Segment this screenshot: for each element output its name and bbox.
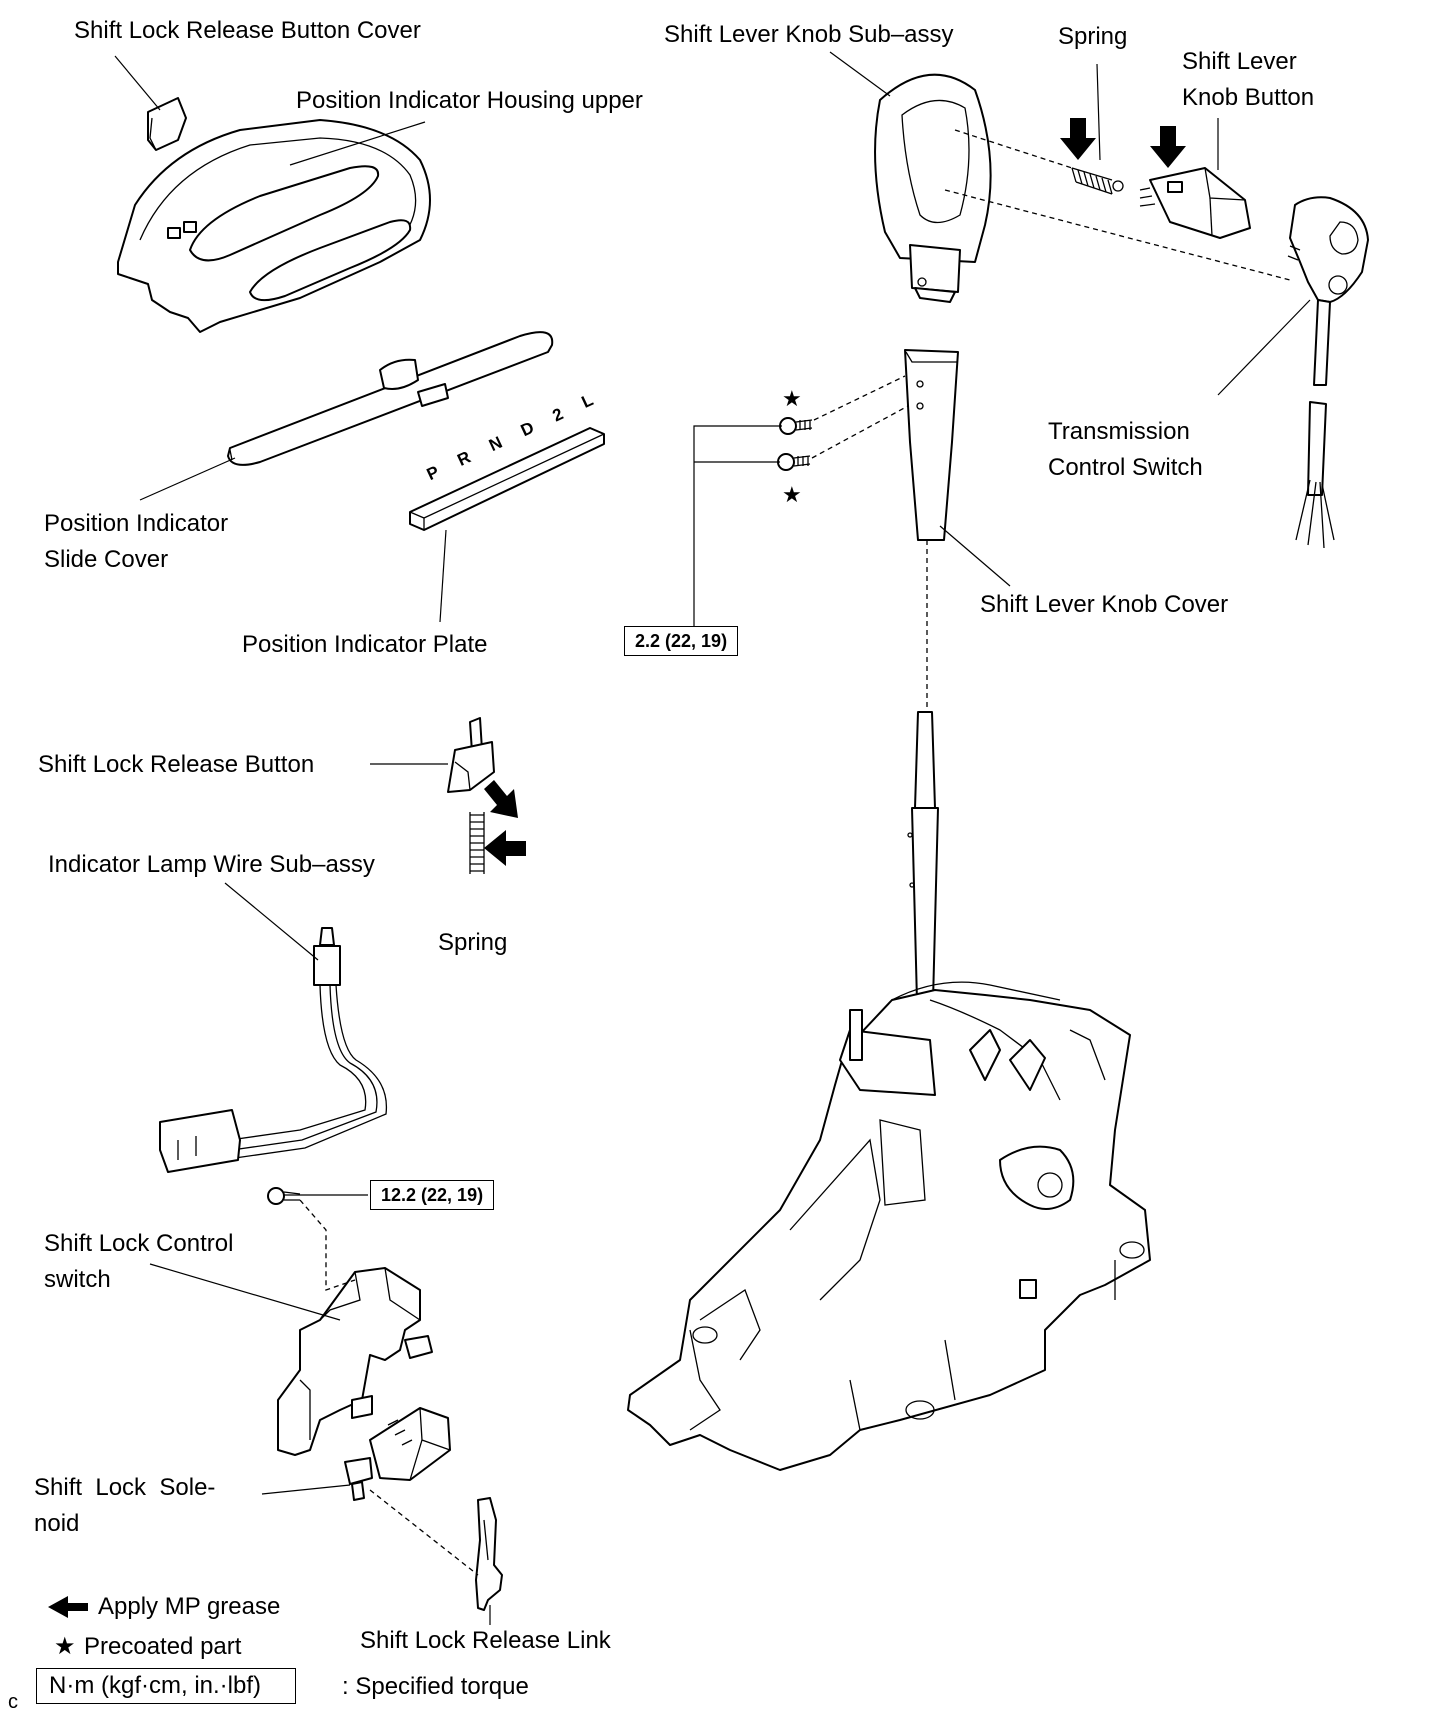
shift-lock-solenoid-part — [344, 1407, 451, 1501]
corner-code: c — [8, 1691, 18, 1713]
label-shift-lever-knob-sub-assy: Shift Lever Knob Sub–assy — [664, 21, 954, 48]
position-indicator-plate-part — [409, 427, 605, 531]
legend-torque-box: N·m (kgf·cm, in.·lbf) — [36, 1668, 296, 1704]
shift-lever-knob-part — [874, 73, 992, 303]
shift-lock-control-switch-part — [277, 1267, 433, 1456]
label-shift-lock-control-switch: Shift Lock Control switch — [44, 1230, 234, 1293]
label-spring-bottom: Spring — [438, 929, 508, 956]
torque-spec-lower: 12.2 (22, 19) — [370, 1180, 495, 1210]
position-indicator-housing-upper-part — [117, 119, 431, 333]
shift-lever-knob-button-part — [1139, 167, 1251, 239]
label-position-indicator-housing-upper: Position Indicator Housing upper — [296, 87, 643, 114]
legend-precoated-text: Precoated part — [84, 1633, 242, 1660]
label-shift-lock-release-button-cover: Shift Lock Release Button Cover — [74, 17, 421, 44]
label-indicator-lamp-wire-sub-assy: Indicator Lamp Wire Sub–assy — [48, 851, 375, 878]
transmission-control-switch-part — [1287, 196, 1369, 549]
label-spring-top: Spring — [1058, 23, 1128, 50]
label-shift-lock-solenoid: Shift Lock Sole- noid — [34, 1474, 216, 1537]
position-indicator-slide-cover-part — [227, 331, 554, 466]
grease-arrows — [48, 118, 1186, 1618]
shift-lever-shaft-part — [907, 711, 939, 1041]
shift-lever-knob-cover-part — [904, 349, 959, 541]
star-marker-upper: ★ — [782, 386, 802, 411]
shift-lock-release-link-part — [475, 1497, 503, 1611]
spring-bottom-part — [469, 812, 485, 874]
legend-star-icon: ★ — [54, 1633, 76, 1660]
spring-top-part — [1071, 167, 1124, 195]
bottom-screw — [267, 1187, 301, 1205]
shift-lock-release-button-part — [447, 717, 495, 793]
precoated-screws — [777, 417, 813, 471]
dashed-guide-lines — [299, 129, 1291, 1576]
torque-spec-upper: 2.2 (22, 19) — [624, 626, 739, 656]
star-marker-lower: ★ — [782, 482, 802, 507]
label-shift-lever-knob-cover: Shift Lever Knob Cover — [980, 591, 1229, 618]
shift-lock-release-button-cover-part — [147, 97, 187, 151]
leader-lines — [114, 51, 1311, 1625]
legend-grease-text: Apply MP grease — [98, 1593, 281, 1620]
shift-lever-base-part — [627, 981, 1151, 1471]
label-shift-lock-release-link: Shift Lock Release Link — [360, 1627, 611, 1654]
label-shift-lock-release-button: Shift Lock Release Button — [38, 751, 315, 778]
label-transmission-control-switch: Transmission Control Switch — [1048, 418, 1203, 481]
legend-torque-desc: : Specified torque — [342, 1673, 529, 1700]
legend-grease-arrow — [48, 1596, 88, 1618]
label-shift-lever-knob-button: Shift Lever Knob Button — [1182, 48, 1315, 111]
label-position-indicator-slide-cover: Position Indicator Slide Cover — [44, 510, 229, 573]
label-position-indicator-plate: Position Indicator Plate — [242, 631, 488, 658]
indicator-lamp-wire-part — [159, 927, 388, 1173]
